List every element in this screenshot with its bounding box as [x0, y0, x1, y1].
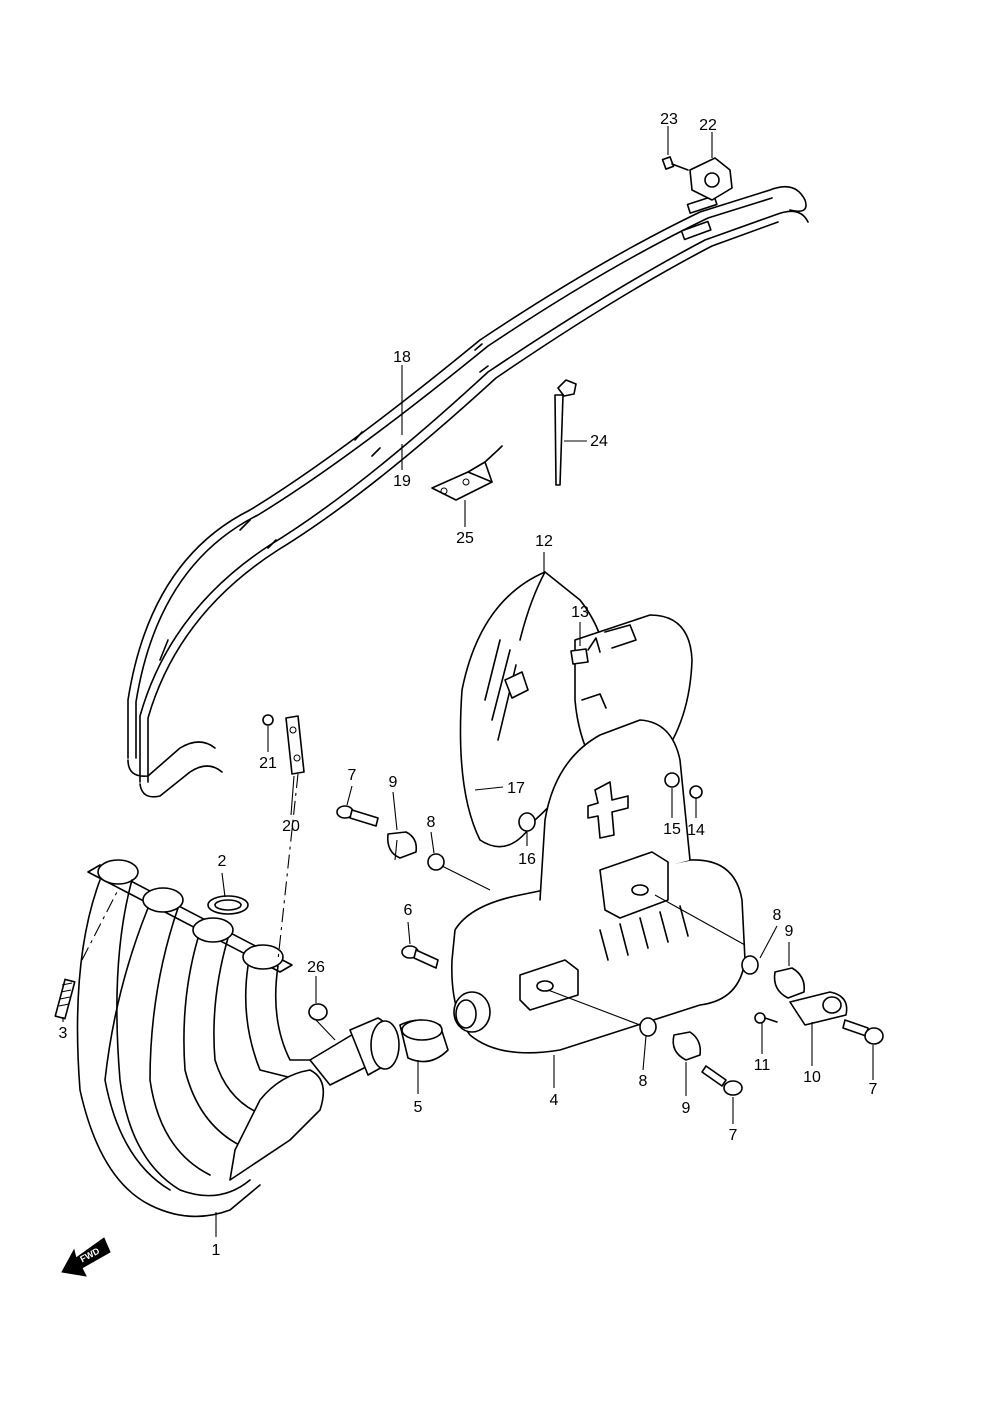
throttle-cable-19	[139, 210, 809, 798]
callout-23: 23	[660, 111, 678, 128]
bolt-14	[689, 785, 703, 799]
collar-8-upper	[427, 853, 445, 871]
callout-4: 4	[550, 1092, 559, 1109]
callout-17: 17	[507, 780, 525, 797]
forward-arrow-icon: FWD	[61, 1237, 111, 1277]
callout-24: 24	[590, 433, 608, 450]
assembly-reference-lines	[81, 773, 746, 1041]
callout-7-right: 7	[869, 1081, 878, 1098]
callout-3: 3	[59, 1025, 68, 1042]
callout-leaders	[62, 126, 874, 1237]
callout-labels: 1 2 3 4 5 6 7 7 7 8 8 8 9 9 9 10 11 12 1…	[59, 111, 878, 1259]
exhaust-pipe-1	[76, 859, 381, 1218]
throttle-cable-18	[127, 185, 807, 777]
bolt-23	[661, 156, 689, 171]
rubber-mount-9-lower	[672, 1031, 702, 1061]
clip-13	[570, 637, 601, 665]
callout-9-lower: 9	[682, 1100, 691, 1117]
callout-9-upper: 9	[389, 774, 398, 791]
callout-8-lower: 8	[639, 1073, 648, 1090]
collar-8-right	[741, 955, 759, 975]
callout-1: 1	[212, 1242, 221, 1259]
bolt-7-lower	[701, 1065, 743, 1096]
callout-15: 15	[663, 821, 681, 838]
bolt-7-upper	[336, 805, 379, 827]
callout-12: 12	[535, 533, 553, 550]
callout-11: 11	[754, 1057, 771, 1074]
gasket-2	[207, 895, 249, 915]
callout-5: 5	[414, 1099, 423, 1116]
stud-bolt-3	[54, 978, 76, 1020]
bolt-11	[754, 1012, 778, 1024]
callout-8-upper: 8	[427, 814, 436, 831]
callout-22: 22	[699, 117, 717, 134]
nut-21	[262, 714, 274, 726]
callout-13: 13	[571, 604, 589, 621]
callout-7-upper: 7	[348, 767, 357, 784]
cable-tie-24	[554, 379, 577, 486]
collar-8-lower	[639, 1017, 657, 1037]
rubber-mount-9-right	[773, 967, 806, 999]
grommet-16	[518, 812, 536, 832]
callout-20: 20	[282, 818, 300, 835]
callout-21: 21	[259, 755, 277, 772]
callout-16: 16	[518, 851, 536, 868]
gasket-5	[399, 1019, 449, 1063]
callout-10: 10	[803, 1069, 821, 1086]
callout-18: 18	[393, 349, 411, 366]
callout-8-right: 8	[773, 907, 782, 924]
callout-19: 19	[393, 473, 411, 490]
callout-9-right: 9	[785, 923, 794, 940]
washer-15	[664, 772, 680, 788]
callout-6: 6	[404, 902, 413, 919]
callout-26: 26	[307, 959, 325, 976]
bolt-6	[401, 945, 439, 969]
callout-2: 2	[218, 853, 227, 870]
callout-7-lower: 7	[729, 1127, 738, 1144]
callout-25: 25	[456, 530, 474, 547]
bracket-25	[431, 445, 503, 501]
bracket-10	[789, 991, 848, 1026]
cable-holder-22	[689, 157, 733, 201]
bolt-7-right	[842, 1019, 884, 1045]
callout-14: 14	[687, 822, 705, 839]
nut-26	[308, 1003, 328, 1021]
connector-pipe	[349, 1017, 400, 1076]
rubber-mount-9-upper	[386, 831, 418, 859]
bracket-20	[285, 715, 305, 775]
pipe-clamp-26-area	[453, 991, 491, 1033]
